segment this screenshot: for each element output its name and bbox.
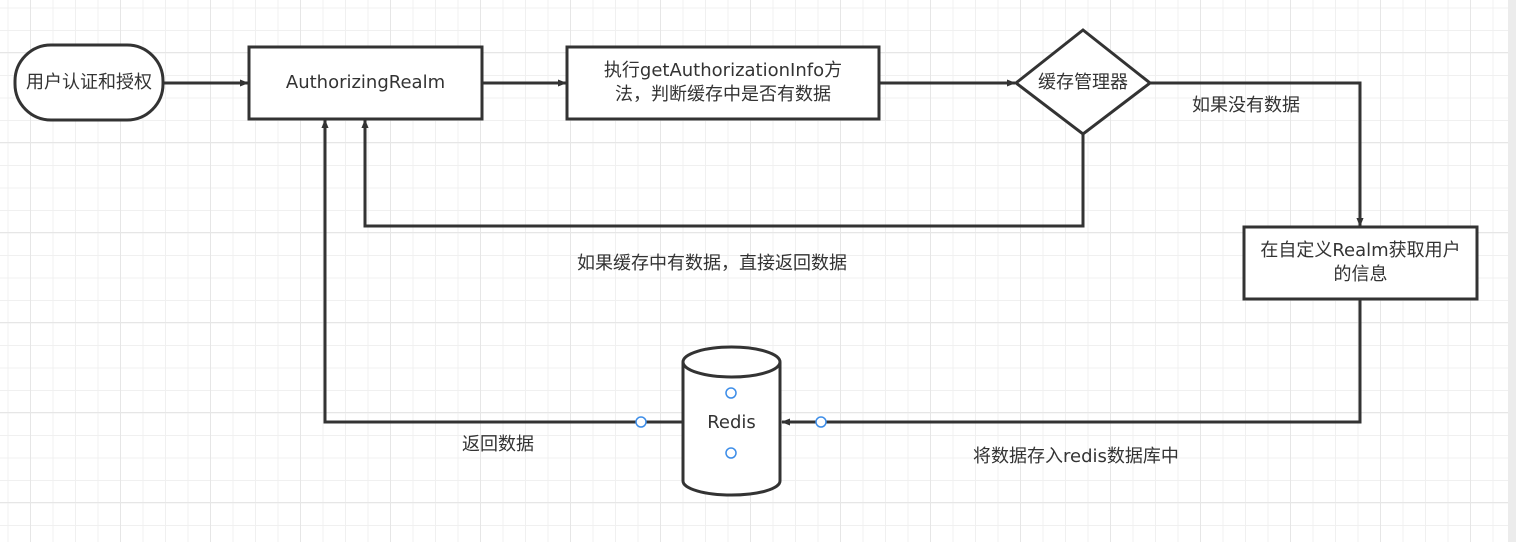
node-redis-shape[interactable]	[681, 345, 782, 497]
nodes	[13, 28, 1479, 497]
connection-points	[635, 387, 827, 459]
connection-point-icon[interactable]	[635, 416, 647, 428]
canvas-right-edge	[1508, 0, 1516, 542]
connection-point-icon[interactable]	[725, 387, 737, 399]
edge-cache-to-realm[interactable]	[361, 119, 1085, 228]
node-custom-shape[interactable]	[1242, 225, 1479, 301]
edge-cache-to-custom[interactable]	[1150, 81, 1364, 227]
node-cache-shape[interactable]	[1013, 28, 1153, 136]
edge-label-store-redis: 将数据存入redis数据库中	[973, 446, 1179, 467]
connection-point-icon[interactable]	[815, 416, 827, 428]
connection-point-icon[interactable]	[725, 447, 737, 459]
node-exec-shape[interactable]	[565, 45, 881, 121]
node-realm-shape[interactable]	[247, 45, 484, 121]
edge-label-no-data: 如果没有数据	[1192, 95, 1300, 116]
edge-redis-to-realm[interactable]	[321, 119, 683, 424]
edges	[163, 79, 1364, 426]
edge-label-cache-hit: 如果缓存中有数据，直接返回数据	[577, 253, 847, 274]
node-start-shape[interactable]	[13, 43, 165, 122]
edge-label-return-data: 返回数据	[462, 434, 534, 455]
edge-custom-to-redis[interactable]	[781, 299, 1362, 426]
